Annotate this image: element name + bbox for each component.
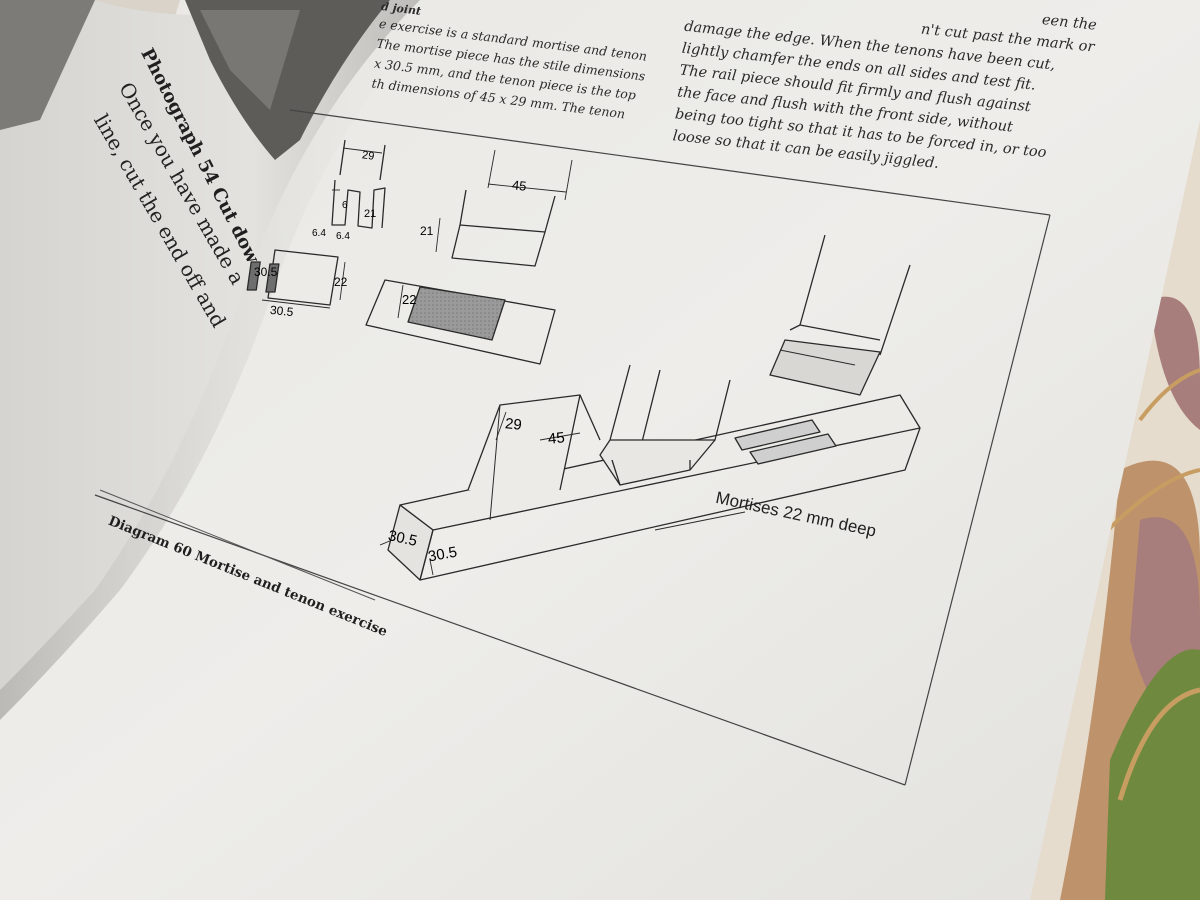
dim-label: 21: [420, 224, 434, 238]
dim-label: 30.5: [254, 265, 278, 279]
photo-fragment-a: [0, 0, 95, 130]
dim-label: 45: [547, 429, 566, 448]
diagram-frame: [94, 109, 1051, 786]
gutter-shadow: [0, 0, 450, 720]
caption-rule: [99, 489, 376, 601]
dim-label: 30.5: [269, 302, 295, 320]
iso-tenon-middle: [599, 364, 731, 486]
diagram-drawings: [246, 139, 921, 581]
tenon-end-view: [331, 139, 386, 229]
left-page: [0, 0, 420, 690]
dim-label: 6.4: [312, 228, 326, 239]
dim-label: 29: [361, 149, 376, 163]
dim-label: 6: [342, 200, 348, 211]
dim-label: 22: [334, 275, 348, 289]
mortise-plan: [365, 279, 556, 365]
stile-end-view: [246, 249, 346, 309]
rail-end-view: [435, 149, 573, 267]
iso-rail-post: [467, 394, 601, 521]
dim-label: 6.4: [336, 231, 350, 242]
dim-label: 22: [402, 292, 417, 307]
dim-label: 21: [364, 208, 377, 220]
dim-label: 45: [511, 177, 528, 194]
iso-rail-top: [769, 234, 911, 396]
dim-label: 29: [504, 415, 523, 434]
